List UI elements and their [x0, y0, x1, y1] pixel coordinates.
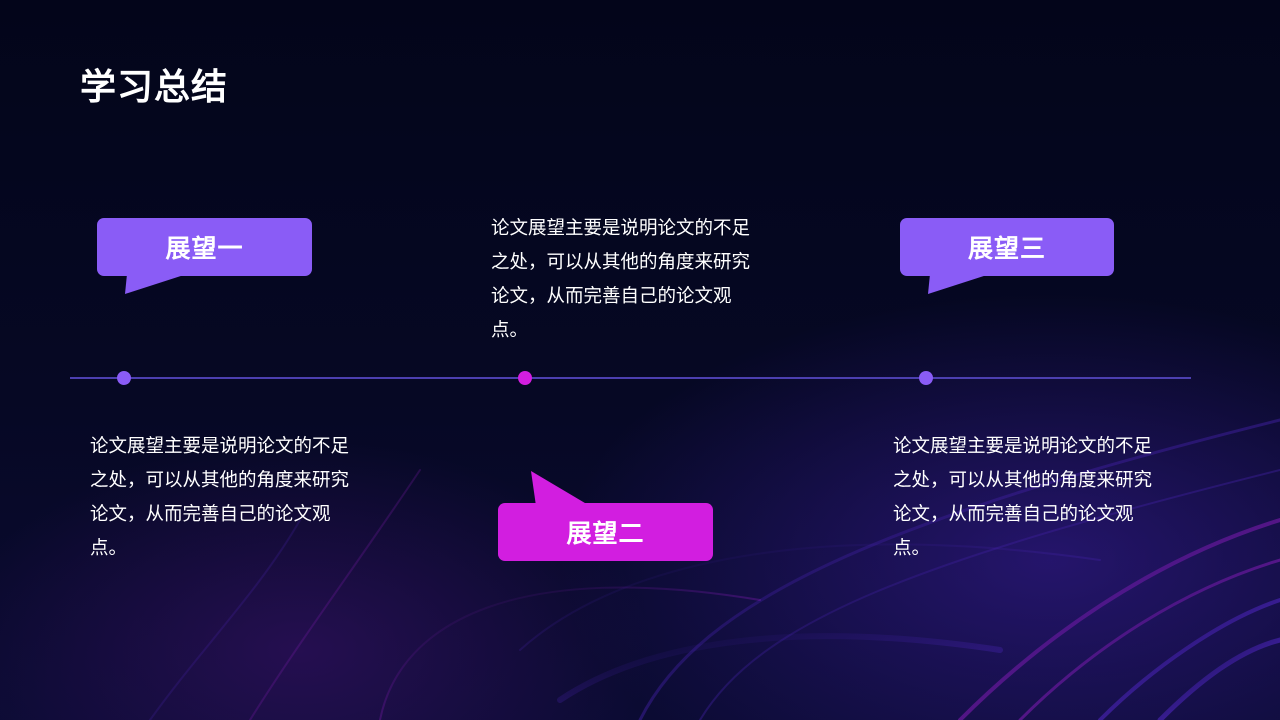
callout-2: 展望二: [498, 471, 713, 562]
callout-3-label: 展望三: [900, 218, 1114, 276]
callout-1-label: 展望一: [97, 218, 312, 276]
timeline-line: [70, 377, 1191, 379]
callout-3-tail: [928, 274, 990, 294]
callout-3: 展望三: [900, 218, 1114, 294]
description-2: 论文展望主要是说明论文的不足之处，可以从其他的角度来研究论文，从而完善自己的论文…: [491, 218, 751, 341]
callout-2-label: 展望二: [498, 503, 713, 561]
callout-1: 展望一: [97, 218, 312, 294]
timeline-dot-1: [117, 371, 131, 385]
timeline-dot-2: [518, 371, 532, 385]
description-3: 论文展望主要是说明论文的不足之处，可以从其他的角度来研究论文，从而完善自己的论文…: [893, 436, 1153, 559]
callout-1-tail: [125, 274, 187, 294]
slide-title: 学习总结: [80, 67, 229, 108]
callout-2-tail: [531, 471, 590, 506]
description-1: 论文展望主要是说明论文的不足之处，可以从其他的角度来研究论文，从而完善自己的论文…: [90, 436, 350, 559]
timeline-dot-3: [919, 371, 933, 385]
